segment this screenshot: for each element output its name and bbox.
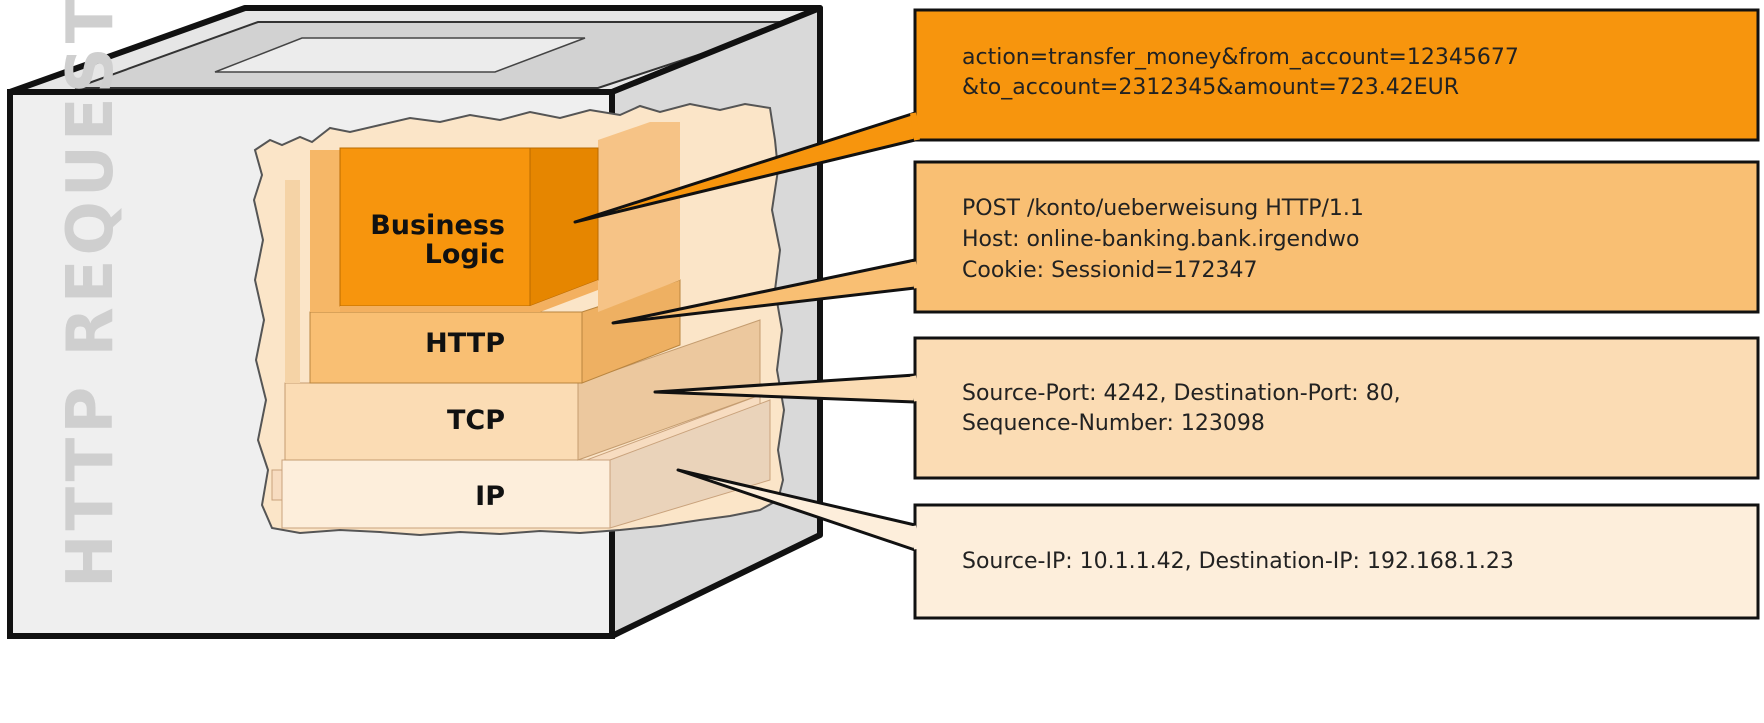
tcp-layer-back xyxy=(285,180,300,383)
tcp-layer-front xyxy=(284,382,579,461)
ip-layer-front xyxy=(281,459,611,529)
callout-ip: Source-IP: 10.1.1.42, Destination-IP: 19… xyxy=(676,468,1760,620)
callout-http: POST /konto/ueberweisung HTTP/1.1 Host: … xyxy=(611,160,1760,325)
callout-http-line-2: Host: online-banking.bank.irgendwo xyxy=(962,227,1359,252)
callout-http-box xyxy=(913,160,1760,314)
callout-business: action=transfer_money&from_account=12345… xyxy=(573,8,1760,224)
ip-layer-side xyxy=(609,399,771,529)
cube-title: HTTP REQUEST xyxy=(54,0,128,588)
callout-ip-line-1: Source-IP: 10.1.1.42, Destination-IP: 19… xyxy=(962,549,1514,574)
callout-business-box xyxy=(913,8,1760,142)
http-layer-left xyxy=(310,150,340,312)
callout-ip-box xyxy=(913,503,1760,620)
layer-label-business-2: Logic xyxy=(425,239,505,270)
cube-top-inner xyxy=(214,37,586,73)
callout-http-line-3: Cookie: Sessionid=172347 xyxy=(962,258,1258,283)
callout-business-line-2: &to_account=2312345&amount=723.42EUR xyxy=(962,75,1459,100)
http-layer-upper xyxy=(598,122,680,312)
callout-tcp: Source-Port: 4242, Destination-Port: 80,… xyxy=(653,336,1760,480)
layer-stack: Business Logic HTTP TCP IP xyxy=(271,122,771,529)
layer-label-http: HTTP xyxy=(425,328,505,359)
business-layer-side xyxy=(529,147,599,307)
callout-business-line-1: action=transfer_money&from_account=12345… xyxy=(962,45,1519,70)
callout-tcp-box xyxy=(913,336,1760,480)
layer-label-ip: IP xyxy=(475,481,505,512)
callout-tcp-line-1: Source-Port: 4242, Destination-Port: 80, xyxy=(962,381,1401,406)
callout-tcp-line-2: Sequence-Number: 123098 xyxy=(962,411,1265,436)
layer-label-business-1: Business xyxy=(370,210,505,241)
business-layer-ledge xyxy=(340,280,598,312)
callout-http-line-1: POST /konto/ueberweisung HTTP/1.1 xyxy=(962,196,1364,221)
layer-label-tcp: TCP xyxy=(447,405,505,436)
